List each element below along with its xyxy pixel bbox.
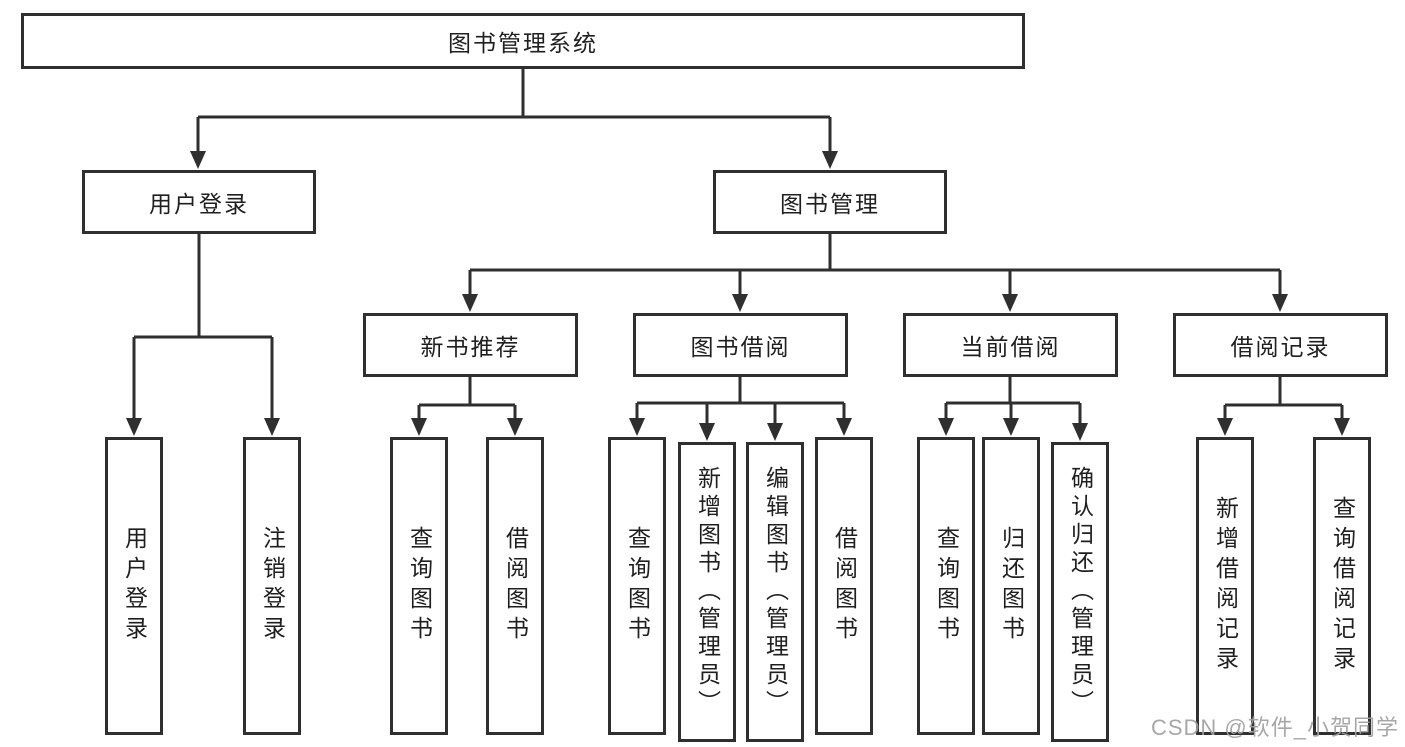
leaf-user-login: 用户登录 (105, 437, 163, 735)
node-book-management: 图书管理 (713, 170, 947, 234)
leaf-add-book-admin: 新增图书（管理员） (678, 442, 736, 742)
node-user-login: 用户登录 (82, 170, 316, 234)
leaf-recommend-query-book: 查询图书 (390, 437, 448, 735)
node-book-borrowing: 图书借阅 (633, 313, 848, 377)
leaf-borrowing-borrow-book: 借阅图书 (815, 437, 873, 735)
leaf-add-borrow-record: 新增借阅记录 (1196, 437, 1254, 735)
csdn-watermark: CSDN @软件_小贺同学 (1150, 715, 1399, 740)
leaf-query-borrow-record: 查询借阅记录 (1313, 437, 1371, 735)
leaf-logout: 注销登录 (243, 437, 301, 735)
node-new-book-recommendation: 新书推荐 (363, 313, 578, 377)
node-library-system: 图书管理系统 (21, 13, 1025, 69)
leaf-return-book: 归还图书 (982, 437, 1040, 735)
leaf-recommend-borrow-book: 借阅图书 (486, 437, 544, 735)
node-borrowing-records: 借阅记录 (1173, 313, 1388, 377)
leaf-edit-book-admin: 编辑图书（管理员） (746, 442, 804, 742)
leaf-current-query-book: 查询图书 (917, 437, 975, 735)
node-current-borrowing: 当前借阅 (903, 313, 1118, 377)
leaf-confirm-return-admin: 确认归还（管理员） (1051, 442, 1109, 742)
leaf-borrowing-query-book: 查询图书 (608, 437, 666, 735)
